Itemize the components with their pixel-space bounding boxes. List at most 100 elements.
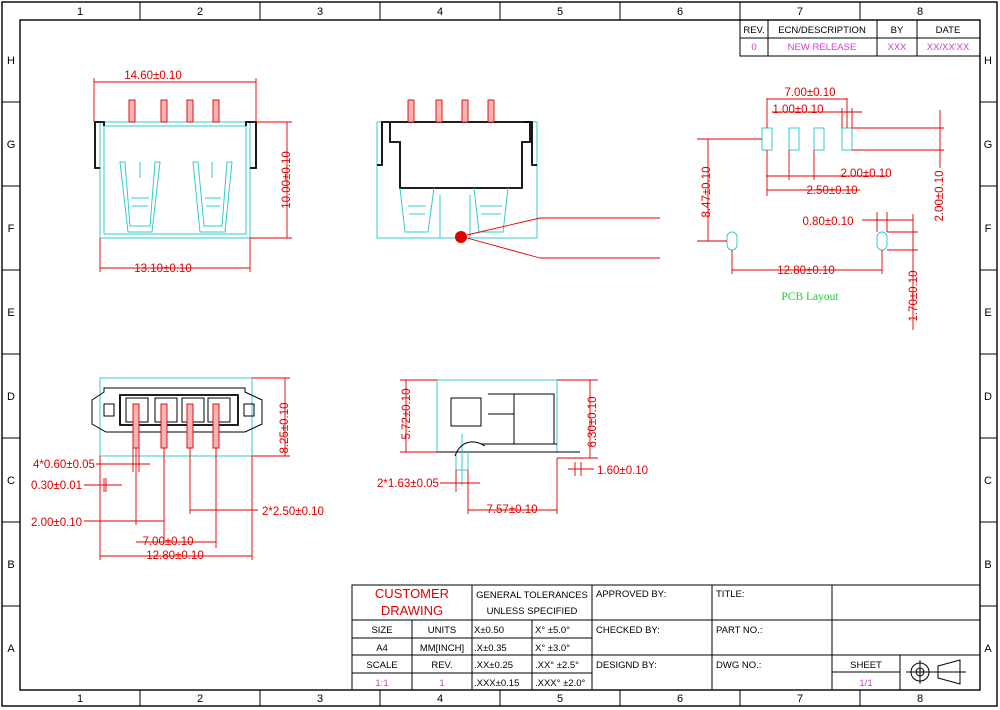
rev-label: REV. bbox=[431, 660, 452, 671]
dim-pcb-height: 8.47±0.10 bbox=[701, 166, 713, 217]
part-no: PART NO.: bbox=[716, 625, 762, 636]
row-label-left: E bbox=[7, 307, 14, 319]
pcb-layout-view: 7.00±0.10 1.00±0.10 2.00±0.10 2.00±0.10 … bbox=[697, 87, 946, 330]
dim-side-h2: 6.30±0.10 bbox=[587, 396, 599, 447]
dim-side-h1: 5.72±0.10 bbox=[401, 388, 413, 439]
customer-line1: CUSTOMER bbox=[375, 586, 449, 601]
row-label-right: E bbox=[984, 307, 991, 319]
tol-x: X±0.50 bbox=[474, 625, 504, 636]
tol-x2: .XX±0.25 bbox=[474, 660, 513, 671]
dim-pcb-pitch-7: 7.00±0.10 bbox=[784, 87, 835, 99]
dim-side-height: 8.25±0.10 bbox=[279, 402, 291, 453]
dim-slot-span: 12.80±0.10 bbox=[777, 265, 834, 277]
tol-angle-4: .XXX° ±2.0° bbox=[535, 678, 586, 689]
row-label-right: G bbox=[984, 139, 993, 151]
col-label-bottom: 8 bbox=[917, 693, 923, 705]
dim-pin-thickness: 0.30±0.01 bbox=[31, 480, 82, 492]
col-label-top: 4 bbox=[437, 6, 443, 18]
dim-side-w1: 1.60±0.10 bbox=[597, 465, 648, 477]
col-label-top: 8 bbox=[917, 6, 923, 18]
col-label-top: 6 bbox=[677, 6, 683, 18]
ecn-value: NEW RELEASE bbox=[788, 42, 857, 53]
projection-symbol-icon bbox=[906, 659, 966, 685]
units-value: MM[INCH] bbox=[420, 643, 464, 654]
front-view: 14.60±0.10 10.00±0.10 13.10±0.10 bbox=[93, 70, 293, 275]
col-label-bottom: 3 bbox=[317, 693, 323, 705]
col-label-bottom: 2 bbox=[197, 693, 203, 705]
tolerance-line1: GENERAL TOLERANCES bbox=[476, 590, 588, 601]
row-label-right: A bbox=[984, 643, 992, 655]
col-label-bottom: 6 bbox=[677, 693, 683, 705]
col-label-top: 1 bbox=[77, 6, 83, 18]
dim-pin-width: 4*0.60±0.05 bbox=[33, 459, 95, 471]
row-label-left: C bbox=[7, 475, 15, 487]
size-label: SIZE bbox=[371, 625, 392, 636]
row-label-left: D bbox=[7, 391, 15, 403]
by-value: XXX bbox=[887, 42, 907, 53]
dim-top-width: 14.60±0.10 bbox=[124, 70, 181, 82]
by-header: BY bbox=[891, 25, 904, 36]
dim-front-height: 10.00±0.10 bbox=[281, 151, 293, 208]
col-label-bottom: 1 bbox=[77, 693, 83, 705]
date-header: DATE bbox=[936, 25, 961, 36]
col-label-bottom: 5 bbox=[557, 693, 563, 705]
approved-by: APPROVED BY: bbox=[596, 589, 666, 600]
units-label: UNITS bbox=[428, 625, 457, 636]
col-label-top: 5 bbox=[557, 6, 563, 18]
tol-angle-3: .XX° ±2.5° bbox=[535, 660, 579, 671]
reference-dot bbox=[455, 231, 467, 243]
designed-by: DESIGND BY: bbox=[596, 660, 657, 671]
row-label-left: B bbox=[7, 559, 14, 571]
size-value: A4 bbox=[376, 643, 388, 654]
tol-x3: .XXX±0.15 bbox=[474, 678, 519, 689]
tol-angle-1: X° ±5.0° bbox=[535, 625, 570, 636]
tolerance-line2: UNLESS SPECIFIED bbox=[487, 606, 578, 617]
tol-x1: .X±0.35 bbox=[474, 643, 507, 654]
customer-line2: DRAWING bbox=[381, 603, 443, 618]
rev-value: 0 bbox=[751, 42, 756, 53]
scale-label: SCALE bbox=[366, 660, 397, 671]
dim-side-span: 7.57±0.10 bbox=[486, 504, 537, 516]
ecn-header: ECN/DESCRIPTION bbox=[778, 25, 866, 36]
row-label-right: H bbox=[984, 55, 992, 67]
pcb-layout-label: PCB Layout bbox=[781, 291, 839, 303]
dim-pad-gap: 2.00±0.10 bbox=[840, 168, 891, 180]
row-label-right: F bbox=[985, 223, 992, 235]
col-label-top: 7 bbox=[797, 6, 803, 18]
dim-left-gap: 2.00±0.10 bbox=[31, 517, 82, 529]
date-value: XX/XX'XX bbox=[927, 42, 970, 53]
side-view: 5.72±0.10 6.30±0.10 1.60±0.10 2*1.63±0.0… bbox=[377, 379, 648, 516]
dim-pad-width: 1.00±0.10 bbox=[772, 104, 823, 116]
row-label-right: C bbox=[984, 475, 992, 487]
sheet-label: SHEET bbox=[850, 660, 882, 671]
col-label-top: 3 bbox=[317, 6, 323, 18]
dim-side-peg: 2*1.63±0.05 bbox=[377, 478, 439, 490]
dim-outer-span: 12.80±0.10 bbox=[146, 550, 203, 562]
sheet-value: 1/1 bbox=[859, 678, 872, 689]
dim-pad-length: 2.00±0.10 bbox=[934, 170, 946, 221]
dim-bottom-width: 13.10±0.10 bbox=[134, 263, 191, 275]
col-label-bottom: 7 bbox=[797, 693, 803, 705]
dim-pitch-2-5: 2.50±0.10 bbox=[806, 185, 857, 197]
row-label-left: H bbox=[7, 55, 15, 67]
title-block: CUSTOMER DRAWING GENERAL TOLERANCES UNLE… bbox=[351, 584, 981, 691]
row-label-right: B bbox=[984, 559, 991, 571]
dim-outer-pitch: 7.00±0.10 bbox=[142, 536, 193, 548]
row-label-left: A bbox=[7, 643, 15, 655]
revision-table: REV. ECN/DESCRIPTION BY DATE 0 NEW RELEA… bbox=[739, 19, 981, 57]
col-label-bottom: 4 bbox=[437, 693, 443, 705]
dim-slot-width: 0.80±0.10 bbox=[802, 216, 853, 228]
rear-view bbox=[376, 99, 660, 259]
checked-by: CHECKED BY: bbox=[596, 625, 660, 636]
title-label: TITLE: bbox=[716, 589, 745, 600]
dim-slot-length: 1.70±0.10 bbox=[908, 270, 920, 321]
tol-angle-2: X° ±3.0° bbox=[535, 643, 570, 654]
rev-value: 1 bbox=[439, 678, 444, 689]
row-label-right: D bbox=[984, 391, 992, 403]
dwg-no: DWG NO.: bbox=[716, 660, 761, 671]
dim-pin-pitch: 2*2.50±0.10 bbox=[262, 506, 324, 518]
bottom-view: 8.25±0.10 4*0.60±0.05 0.30±0.01 2.00±0.1… bbox=[31, 377, 324, 562]
row-label-left: F bbox=[8, 223, 15, 235]
